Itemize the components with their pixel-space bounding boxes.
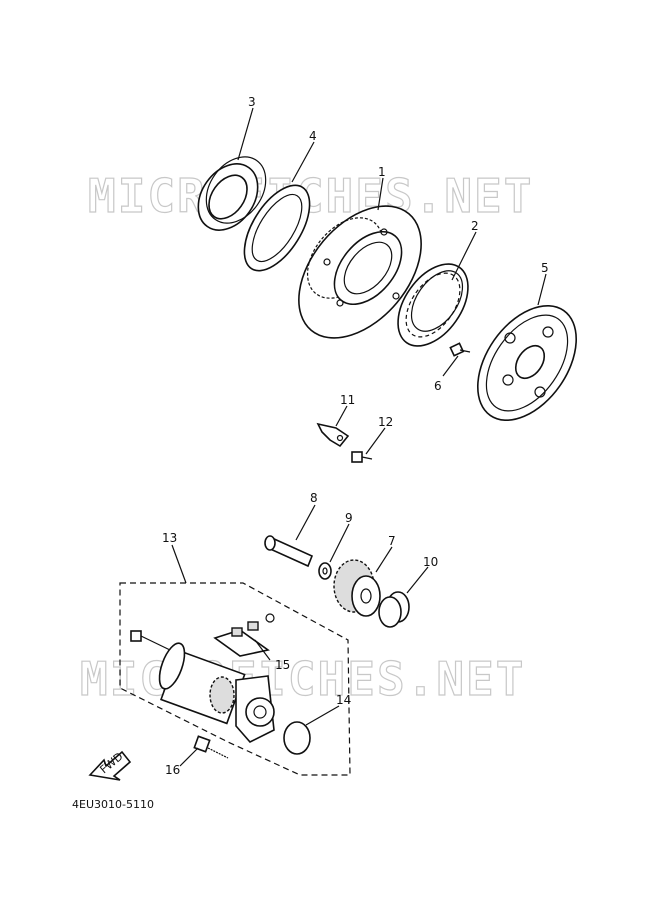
callout-10: 10	[423, 555, 438, 569]
part-13-starter-motor	[158, 642, 275, 743]
part-14-o-ring	[283, 721, 311, 755]
motor-mount-bolt	[130, 630, 171, 651]
watermark-top: MICROFICHES.NET	[88, 169, 533, 223]
part-8-shaft	[264, 535, 314, 568]
callout-4: 4	[309, 129, 317, 143]
fwd-arrow-icon: FWD	[88, 750, 132, 781]
callout-8: 8	[310, 491, 318, 505]
part-6-bolt	[449, 342, 471, 357]
part-12-screw	[351, 451, 373, 463]
part-11-plate	[316, 422, 350, 448]
part-2-one-way-clutch	[397, 263, 469, 347]
part-4-washer	[243, 184, 311, 272]
callout-15: 15	[275, 658, 290, 672]
part-7-idler-gear	[333, 559, 381, 617]
callout-9: 9	[345, 511, 353, 525]
part-15-brush-set	[213, 613, 275, 657]
part-3-seal	[197, 156, 267, 231]
starter-motor-assembly-boundary	[119, 582, 351, 776]
callout-7: 7	[388, 534, 396, 548]
part-16-bolt	[193, 735, 229, 759]
callout-12: 12	[378, 415, 393, 429]
leader-lines	[171, 107, 547, 767]
callout-1: 1	[378, 165, 386, 179]
part-5-housing	[476, 304, 578, 422]
callout-11: 11	[340, 393, 355, 407]
callout-6: 6	[434, 379, 442, 393]
part-10-bushing	[378, 591, 410, 628]
callout-14: 14	[336, 693, 351, 707]
callout-16: 16	[165, 763, 180, 777]
callout-5: 5	[541, 261, 549, 275]
drawing-code: 4EU3010-5110	[72, 798, 154, 811]
callout-2: 2	[471, 219, 479, 233]
part-1-starter-wheel	[298, 205, 422, 339]
watermark-bottom: MICROFICHES.NET	[80, 652, 525, 706]
part-9-washer	[318, 562, 332, 580]
callout-13: 13	[162, 531, 177, 545]
callout-3: 3	[248, 95, 256, 109]
